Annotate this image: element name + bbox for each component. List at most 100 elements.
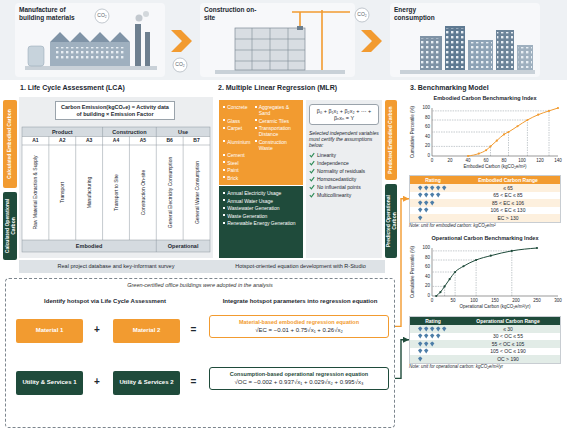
- chart-label: 20: [442, 158, 458, 163]
- hotspot-label: Utility & Services 1: [22, 379, 76, 386]
- range-cell: 30 < OC ≤ 55: [456, 333, 560, 341]
- diagram-label: A4: [103, 138, 130, 144]
- rating-table: RatingEmbodied Carbon Range≤ 6565 < EC ≤…: [409, 175, 561, 223]
- list-item: Annual Water Usage: [227, 198, 273, 204]
- chart-label: 150: [487, 298, 503, 303]
- diagram-label: Construction On-site: [130, 148, 155, 238]
- rating-table: RatingOperational Carbon Range≤ 3030 < O…: [409, 316, 561, 364]
- hotspot-label: Utility & Services 2: [119, 379, 173, 386]
- range-cell: OC > 190: [456, 355, 560, 363]
- bullet: [223, 222, 225, 224]
- chart-title: Embodied Carbon Benchmarking Index: [407, 95, 563, 102]
- chart-label: 40: [415, 134, 430, 139]
- diagram-label: A3: [76, 138, 103, 144]
- construction-illustration: [200, 3, 355, 77]
- benchmark-plot: [432, 247, 558, 297]
- equation-text: √OC = −0.002 + 0.937√x₁ + 0.029√x₂ + 0.9…: [214, 379, 384, 386]
- chart-label: 0: [424, 298, 440, 303]
- frame-note: Green-certified office buildings were ad…: [6, 279, 394, 289]
- model-equation: β₀ + β₁x₁ + β₂x₂ + ⋯ + βₙxₙ = Y: [309, 104, 379, 125]
- chart-label: 100: [514, 158, 530, 163]
- diagram-label: B6: [156, 138, 183, 144]
- range-cell: ≤ 30: [456, 325, 560, 333]
- list-item: Cement: [227, 152, 245, 158]
- diagram-label: =: [179, 324, 208, 336]
- range-cell: EC > 130: [456, 214, 560, 222]
- diagram-label: General Electricity Consumption: [157, 148, 182, 238]
- carbon-band: Predicted Operational Carbon: [385, 184, 397, 258]
- chart-label: Operational Carbon (kgCO₂e/m²/yr): [432, 304, 558, 309]
- check-mark: [309, 160, 315, 166]
- list-item: Waste Generation: [227, 213, 267, 219]
- assumption-item: Linearity: [317, 152, 336, 158]
- stage-caption: Energy consumption: [394, 6, 454, 22]
- chart-label: Note: unit for embodied carbon: kgCO₂e/m…: [409, 223, 563, 228]
- chart-label: 0: [415, 153, 430, 158]
- hotspot-box: Utility & Services 2: [113, 371, 180, 395]
- diagram-label: A2: [49, 138, 76, 144]
- bullet: [223, 192, 225, 194]
- diagram-label: +: [82, 324, 112, 336]
- chart-label: 300: [550, 298, 566, 303]
- table-header: Rating: [410, 176, 456, 184]
- list-item: Glass: [227, 118, 240, 124]
- stage-card: Construction on-site: [200, 3, 355, 77]
- bullet: [223, 199, 225, 201]
- material-list: ConcreteGlassCarpetAluminiumCementSteelP…: [219, 100, 303, 185]
- list-item: Annual Electricity Usage: [227, 190, 281, 196]
- stage-card: Manufacture of building materials: [15, 3, 165, 77]
- carbon-band: Calculated Embodied Carbon: [3, 100, 17, 188]
- hotspot-box: Utility & Services 1: [16, 371, 83, 395]
- list-item: Transportation Distance: [259, 125, 299, 137]
- section-heading: 3. Benchmarking Model: [410, 84, 560, 92]
- list-item: Aluminium: [227, 139, 250, 145]
- regression-box: β₀ + β₁x₁ + β₂x₂ + ⋯ + βₙxₙ = YSelected …: [306, 100, 382, 258]
- list-item: Paint: [227, 167, 238, 173]
- equation-box: Consumption-based operational regression…: [209, 367, 389, 390]
- section-heading: 2. Multiple Linear Regression (MLR): [218, 84, 388, 92]
- equation-box: Material-based embodied regression equat…: [209, 315, 389, 338]
- list-item: Wastewater Generation: [227, 205, 279, 211]
- assumption-item: No influential points: [317, 184, 361, 190]
- chart-title: Operational Carbon Benchmarking Index: [407, 235, 563, 242]
- bullet: [255, 140, 257, 142]
- list-item: Renewable Energy Generation: [227, 220, 295, 226]
- city-illustration: [390, 3, 540, 77]
- chart-label: 20: [415, 143, 430, 148]
- benchmark-plot: [432, 107, 559, 157]
- diagram-label: Construction: [103, 129, 157, 135]
- chart-label: 100: [415, 245, 430, 250]
- assumption-item: Multicollinearity: [317, 192, 351, 198]
- diagram-label: +: [82, 376, 112, 388]
- check-mark: [309, 184, 315, 190]
- bullet: [223, 140, 225, 142]
- bullet: [223, 106, 225, 108]
- table-header: Rating: [410, 317, 456, 325]
- diagram-label: Manufacturing: [77, 148, 102, 238]
- bullet: [223, 161, 225, 163]
- stage-caption: Manufacture of building materials: [19, 6, 89, 22]
- chart-label: 120: [532, 158, 548, 163]
- hotspot-box: Material 1: [16, 319, 83, 343]
- hotspot-label: Material 2: [133, 327, 161, 334]
- range-cell: 65 < EC ≤ 85: [456, 192, 560, 200]
- diagram-label: General Water Consumption: [184, 148, 209, 238]
- utility-list: Annual Electricity UsageAnnual Water Usa…: [219, 186, 303, 258]
- bullet: [255, 119, 257, 121]
- diagram-label: =: [179, 376, 208, 388]
- chart-label: 20: [415, 283, 430, 288]
- rating-diamonds: [417, 326, 449, 332]
- flow-chevron: [171, 30, 382, 52]
- chart-label: 80: [496, 158, 512, 163]
- equation-text: √EC = −0.01 + 0.75√x₁ + 0.26√x₂: [214, 327, 384, 334]
- chart-label: 80: [415, 115, 430, 120]
- chart-label: 50: [445, 298, 461, 303]
- diagram-label: Identify hotspot via Life Cycle Assessme…: [15, 298, 195, 305]
- rating-diamonds: [417, 200, 449, 206]
- list-item: Construction Waste: [259, 139, 299, 151]
- bullet: [223, 127, 225, 129]
- top-band: [0, 0, 567, 80]
- stage-footer: [22, 240, 210, 252]
- lca-stage-grid: [22, 127, 210, 252]
- chart-label: Note: unit for operational carbon: kgCO₂…: [409, 364, 563, 369]
